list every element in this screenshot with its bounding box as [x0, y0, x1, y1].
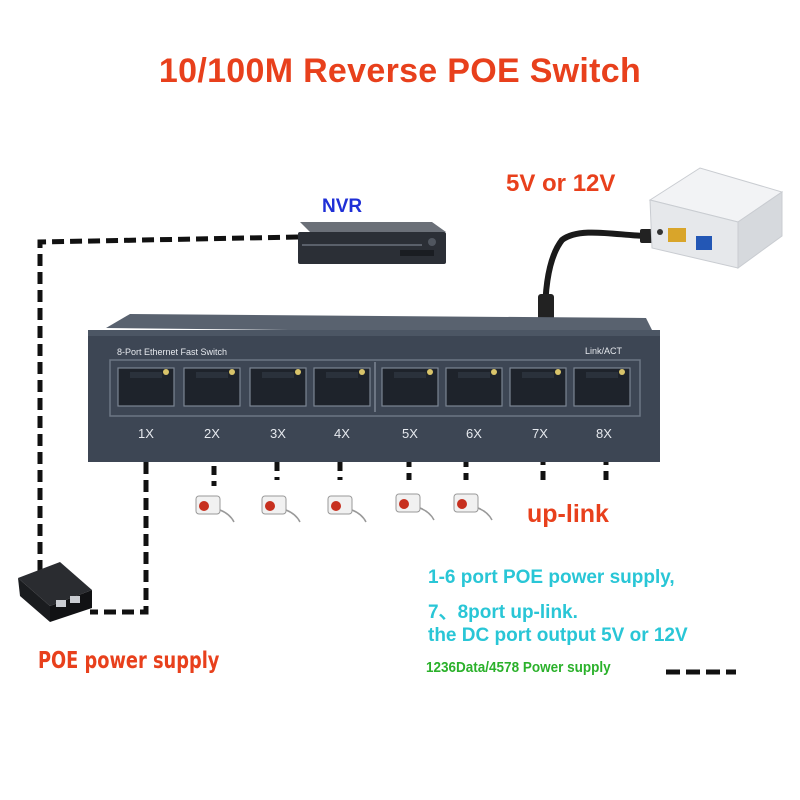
port-1[interactable] — [117, 367, 175, 407]
port-label: 1X — [138, 426, 154, 441]
port-label: 8X — [596, 426, 612, 441]
uplink-label: up-link — [527, 500, 609, 528]
nvr-cable-dashed — [37, 234, 299, 572]
note-line: 7、8port up-link. — [428, 602, 578, 623]
uplink-device — [648, 167, 784, 269]
note-line: 1-6 port POE power supply, — [428, 567, 675, 588]
note-line: the DC port output 5V or 12V — [428, 625, 688, 646]
port-label: 3X — [270, 426, 286, 441]
camera-icon — [453, 493, 493, 521]
link-act-label: Link/ACT — [585, 346, 623, 356]
poe-supply-label: POE power supply — [38, 648, 220, 674]
camera-icon — [395, 493, 435, 521]
nvr-device — [298, 222, 446, 264]
port-3[interactable] — [249, 367, 307, 407]
poe-injector — [18, 562, 92, 622]
nvr-label: NVR — [322, 196, 363, 217]
port-5[interactable] — [381, 367, 439, 407]
port-8[interactable] — [573, 367, 631, 407]
port-6[interactable] — [445, 367, 503, 407]
port-label: 4X — [334, 426, 350, 441]
switch-model-label: 8-Port Ethernet Fast Switch — [117, 347, 228, 357]
switch-ports — [117, 367, 631, 407]
port-7[interactable] — [509, 367, 567, 407]
port-label: 5X — [402, 426, 418, 441]
port-label: 7X — [532, 426, 548, 441]
page-title: 10/100M Reverse POE Switch — [158, 52, 642, 90]
legend-text: 1236Data/4578 Power supply — [426, 659, 611, 676]
port-label: 6X — [466, 426, 482, 441]
poe-cable-dashed — [90, 462, 149, 615]
dc-voltage-label: 5V or 12V — [506, 170, 616, 197]
camera-icon — [195, 495, 235, 523]
camera-icon — [261, 495, 301, 523]
camera-icon — [327, 495, 367, 523]
port-2[interactable] — [183, 367, 241, 407]
port-label: 2X — [204, 426, 220, 441]
dc-power-cable — [538, 229, 660, 322]
port-4[interactable] — [313, 367, 371, 407]
ip-cameras — [195, 493, 493, 523]
